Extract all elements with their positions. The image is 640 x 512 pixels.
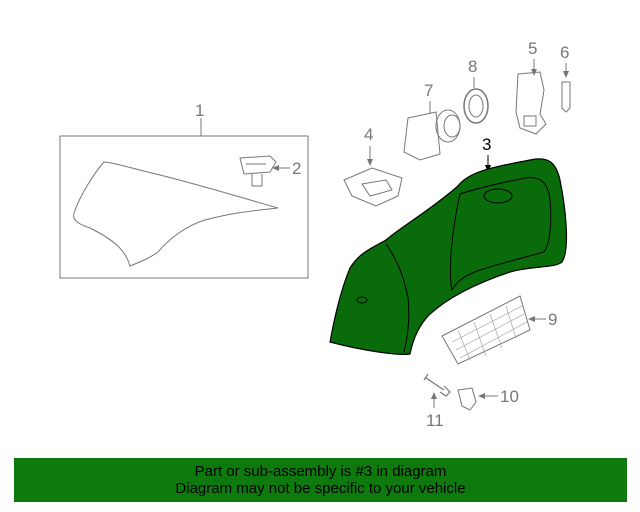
part-6-group: 6 xyxy=(560,43,571,113)
part-1-trim-panel xyxy=(73,161,279,267)
callout-2: 2 xyxy=(292,159,301,178)
part-9-group: 9 xyxy=(441,295,557,365)
info-banner: Part or sub-assembly is #3 in diagram Di… xyxy=(14,458,627,502)
callout-6: 6 xyxy=(560,43,569,62)
callout-11: 11 xyxy=(426,411,444,430)
part-3-quarter-trim xyxy=(329,158,568,355)
part-1-group: 1 2 xyxy=(59,101,309,279)
part-9-cargo-net xyxy=(441,295,531,365)
callout-10: 10 xyxy=(500,387,519,406)
part-4-bracket xyxy=(343,167,403,207)
part-2-arrow xyxy=(272,165,279,171)
part-7-group: 7 xyxy=(403,81,461,161)
part-4-group: 4 xyxy=(343,125,403,207)
part-8-ring xyxy=(463,88,489,124)
parts-diagram: 1 2 4 7 8 5 xyxy=(59,39,571,430)
banner-line-2: Diagram may not be specific to your vehi… xyxy=(175,480,466,497)
callout-8: 8 xyxy=(468,57,477,76)
part-11-screw xyxy=(423,373,451,397)
part-5-group: 5 xyxy=(515,39,547,135)
part-10-group: 10 xyxy=(457,387,519,411)
callout-9: 9 xyxy=(548,310,557,329)
part-3-group: 3 xyxy=(329,135,568,355)
callout-5: 5 xyxy=(528,39,537,58)
callout-1: 1 xyxy=(195,101,204,120)
callout-4: 4 xyxy=(364,125,373,144)
part-10-clip xyxy=(457,387,477,411)
part-5-latch xyxy=(515,71,547,135)
part-6-pin xyxy=(561,81,571,113)
callout-3: 3 xyxy=(482,135,491,154)
part-2-clip xyxy=(239,155,277,187)
banner-line-1: Part or sub-assembly is #3 in diagram xyxy=(194,463,447,480)
part-1-box xyxy=(59,135,309,279)
callout-7: 7 xyxy=(424,81,433,100)
part-11-group: 11 xyxy=(423,373,451,430)
part-8-group: 8 xyxy=(463,57,489,124)
part-7-housing xyxy=(403,111,441,161)
